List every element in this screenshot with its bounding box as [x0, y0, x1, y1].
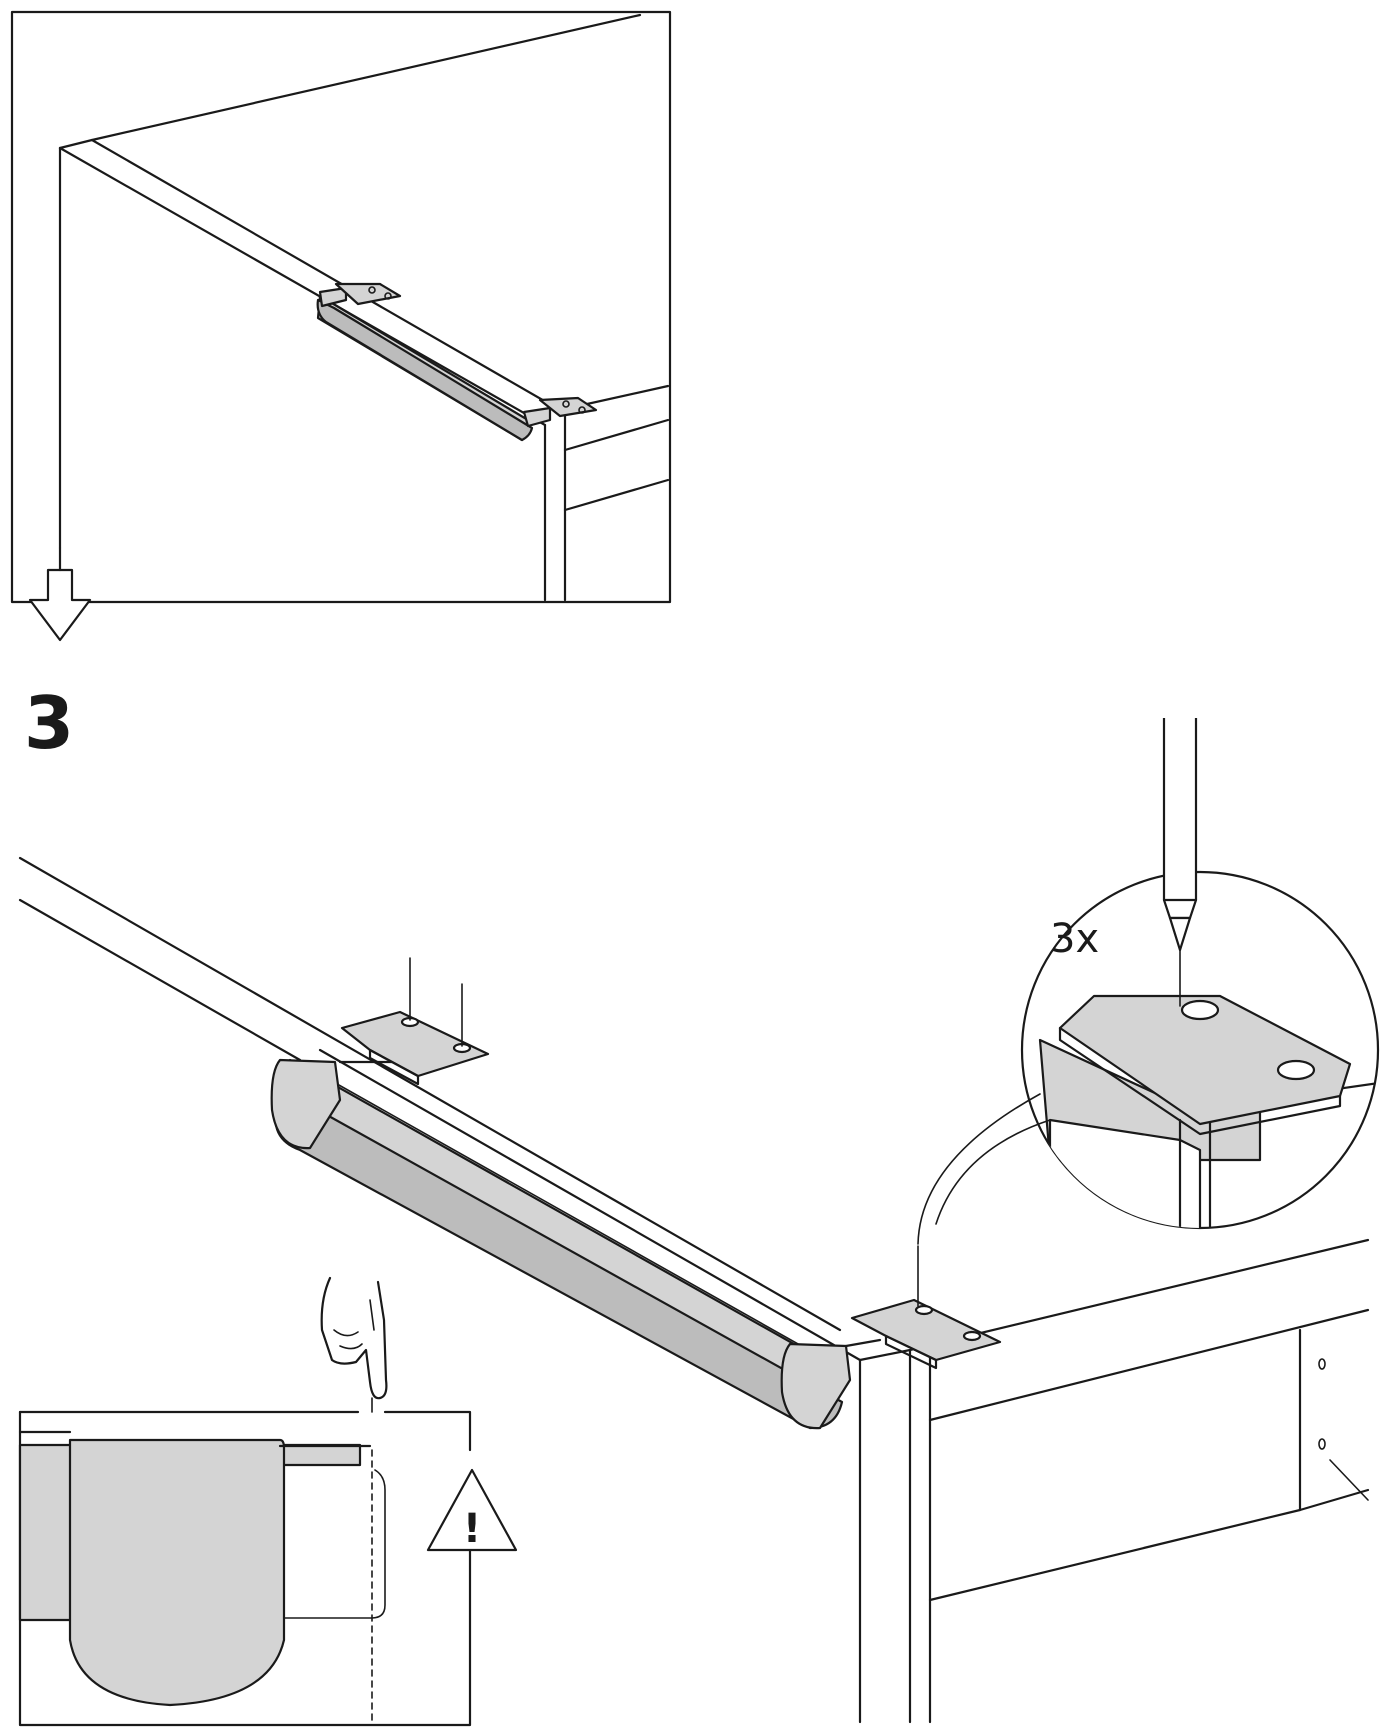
main-illustration [18, 856, 1370, 1724]
warning-symbol: ! [463, 1506, 481, 1552]
warning-detail-panel: ! [18, 1397, 518, 1727]
previous-step-panel [10, 10, 672, 642]
bracket-right [850, 1245, 1002, 1370]
down-arrow-icon [28, 546, 92, 642]
rail [270, 1058, 882, 1430]
warning-triangle-icon: ! [426, 1468, 518, 1552]
quantity-label: 3x [1050, 916, 1099, 962]
shelf-pin-hole [1318, 1438, 1326, 1450]
bracket-left [340, 957, 490, 1086]
zoom-detail: 3x [917, 718, 1380, 1245]
rail-small [316, 282, 598, 442]
screwdriver-icon [1162, 718, 1198, 1007]
hand-pointing-icon [320, 1276, 388, 1400]
step-number: 3 [24, 681, 74, 765]
shelf-pin-hole [1318, 1358, 1326, 1370]
